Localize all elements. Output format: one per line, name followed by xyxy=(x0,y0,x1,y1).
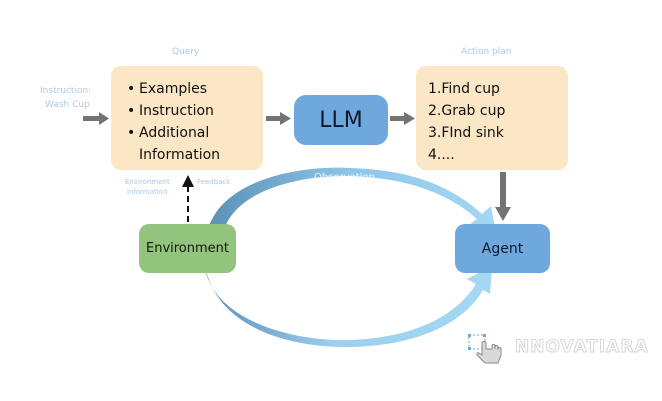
action-plan-step: 2.Grab cup xyxy=(428,103,506,119)
environment-box: Environment xyxy=(139,224,236,273)
instruction-label-line1: Instruction: xyxy=(40,86,92,96)
action-plan-step: 3.FInd sink xyxy=(428,125,504,141)
environment-feedback-arrow xyxy=(182,175,194,222)
action-label: Action xyxy=(332,320,364,331)
query-to-llm-arrow xyxy=(266,112,291,125)
query-item-continuation: Information xyxy=(139,147,221,163)
instruction-label-line2: Wash Cup xyxy=(45,100,90,110)
query-box: Examples Instruction Additional Informat… xyxy=(111,66,263,170)
instruction-input-arrow xyxy=(83,112,109,125)
environment-label: Environment xyxy=(145,241,229,256)
llm-to-plan-arrow xyxy=(390,112,415,125)
action-loop-arrow xyxy=(204,258,492,348)
feedback-label: Feedback xyxy=(197,178,231,186)
action-plan-list: 1.Find cup 2.Grab cup 3.FInd sink 4.... xyxy=(416,66,568,166)
llm-box: LLM xyxy=(294,95,388,145)
hand-pointer-icon xyxy=(468,334,502,364)
query-item-list: Examples Instruction Additional xyxy=(111,66,263,144)
environment-info-line1: Environment xyxy=(125,178,170,186)
observation-label: Observation xyxy=(314,172,375,183)
agent-box: Agent xyxy=(455,224,550,273)
llm-label: LLM xyxy=(319,107,363,133)
query-item: Additional xyxy=(127,122,263,144)
agent-label: Agent xyxy=(481,240,524,257)
query-title: Query xyxy=(172,47,200,57)
observation-loop-arrow xyxy=(206,167,496,240)
query-item: Instruction xyxy=(127,100,263,122)
action-plan-box: 1.Find cup 2.Grab cup 3.FInd sink 4.... xyxy=(416,66,568,170)
action-plan-step: 1.Find cup xyxy=(428,81,500,97)
environment-info-line2: information xyxy=(127,188,168,196)
action-plan-step: 4.... xyxy=(428,147,455,163)
watermark-text: NNOVATIARA xyxy=(515,337,649,358)
query-item: Examples xyxy=(127,78,263,100)
plan-to-agent-arrow xyxy=(495,172,511,221)
action-plan-title: Action plan xyxy=(461,47,512,57)
